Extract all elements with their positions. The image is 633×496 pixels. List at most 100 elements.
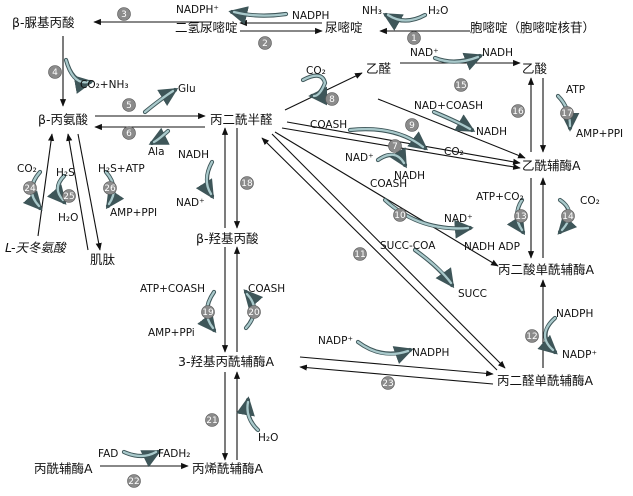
cof-12a: NADPH <box>556 308 593 320</box>
node-propionyl-coa: 丙酰辅酶A <box>34 461 93 476</box>
svg-text:8: 8 <box>329 95 335 105</box>
cof-16b: NADH <box>476 126 507 138</box>
cof-4: CO₂+NH₃ <box>80 79 129 91</box>
cof-1a: NH₃ <box>362 5 382 17</box>
cof-12b: NADP⁺ <box>562 349 597 361</box>
step-12: 12 <box>525 329 539 343</box>
svg-text:15: 15 <box>455 81 466 91</box>
step-14: 14 <box>561 209 575 223</box>
cof-15b: NADH <box>482 47 513 59</box>
cof-13a: ATP+CO₂ <box>476 191 524 203</box>
node-dihydrouracil: 二氢尿嘧啶 <box>175 20 238 35</box>
node-malonate-semialdehyde: 丙二酰半醛 <box>210 112 273 127</box>
cof-23a: NADP⁺ <box>318 335 353 347</box>
step-circles: 3 2 1 4 5 6 8 15 16 17 9 7 13 14 10 11 1… <box>23 7 575 488</box>
svg-text:13: 13 <box>515 212 526 222</box>
curve-4 <box>63 57 94 94</box>
step-8: 8 <box>325 92 339 106</box>
node-malonyl-semialdehyde-coa: 丙二醛单酰辅酶A <box>497 373 594 388</box>
step-11: 11 <box>353 247 367 261</box>
curve-10 <box>382 197 474 239</box>
svg-text:22: 22 <box>128 477 139 487</box>
node-acetaldehyde: 乙醛 <box>366 61 392 76</box>
step-20: 20 <box>247 305 261 319</box>
cof-11a: SUCC-COA <box>380 240 436 252</box>
node-acetyl-coa: 乙酰辅酶A <box>522 158 581 173</box>
step-6: 6 <box>122 126 136 140</box>
svg-text:20: 20 <box>248 308 260 318</box>
node-malonyl-coa: 丙二酸单酰辅酶A <box>498 262 595 277</box>
cof-25a: H₂S <box>56 167 75 179</box>
step-3: 3 <box>117 7 131 21</box>
curve-5 <box>142 87 179 115</box>
step-18: 18 <box>240 176 254 190</box>
node-acryloyl-coa: 丙烯酰辅酶A <box>192 461 264 476</box>
step-5: 5 <box>122 98 136 112</box>
curve-7 <box>375 147 408 169</box>
step-25: 25 <box>62 189 76 203</box>
svg-text:19: 19 <box>202 308 214 318</box>
svg-text:12: 12 <box>526 332 537 342</box>
curve-18 <box>195 159 215 200</box>
curve-25 <box>46 173 67 205</box>
cof-6: Ala <box>148 146 165 158</box>
cof-8: CO₂ <box>306 65 326 77</box>
cof-10c: NADH ADP <box>464 241 520 253</box>
node-carnosine: 肌肽 <box>90 252 116 267</box>
step-1: 1 <box>407 31 421 45</box>
svg-text:11: 11 <box>354 250 365 260</box>
step-7: 7 <box>388 139 402 153</box>
cof-23b: NADPH <box>412 347 449 359</box>
cof-22b: FADH₂ <box>158 448 190 460</box>
node-beta-ureidopropionate: β-脲基丙酸 <box>12 15 75 30</box>
cofactor-labels: NADPH⁺ NADPH NH₃ H₂O CO₂+NH₃ Glu Ala CO₂… <box>17 4 623 460</box>
step-13: 13 <box>514 209 528 223</box>
cof-26b: AMP+PPI <box>110 207 157 219</box>
svg-text:16: 16 <box>512 107 524 117</box>
step-4: 4 <box>48 65 62 79</box>
step-24: 24 <box>23 181 37 195</box>
node-aspartate: L-天冬氨酸 <box>5 240 67 255</box>
step-17: 17 <box>560 106 574 120</box>
svg-text:3: 3 <box>121 10 127 20</box>
cof-18b: NAD⁺ <box>176 197 205 209</box>
step-22: 22 <box>127 474 141 488</box>
curve-22 <box>121 449 162 468</box>
cof-3b: NADPH⁺ <box>176 4 219 16</box>
svg-text:5: 5 <box>126 101 132 111</box>
cof-17a: ATP <box>566 84 585 96</box>
step-15: 15 <box>454 78 468 92</box>
node-uracil: 尿嘧啶 <box>325 20 363 35</box>
svg-text:9: 9 <box>409 121 415 131</box>
cof-14: CO₂ <box>580 195 600 207</box>
cof-24: CO₂ <box>17 163 37 175</box>
svg-text:4: 4 <box>52 68 58 78</box>
cof-26: H₂S+ATP <box>98 163 145 175</box>
cof-5: Glu <box>178 83 196 95</box>
cof-11b: SUCC <box>458 288 487 300</box>
node-hydroxypropionate: β-羟基丙酸 <box>196 231 259 246</box>
step-26: 26 <box>103 181 117 195</box>
cof-9: COASH <box>310 119 347 131</box>
curve-9 <box>347 127 429 151</box>
step-2: 2 <box>258 36 272 50</box>
cof-17b: AMP+PPI <box>576 128 623 140</box>
cof-7co2: CO₂ <box>444 146 464 158</box>
svg-text:6: 6 <box>126 129 132 139</box>
curve-21 <box>236 396 261 433</box>
cof-19b: AMP+PPi <box>148 327 195 339</box>
step-21: 21 <box>205 413 219 427</box>
cof-7b: NADH <box>394 170 425 182</box>
curve-12 <box>537 315 558 355</box>
cof-25b: H₂O <box>58 212 78 224</box>
cof-3: NADPH <box>292 10 329 22</box>
step-10: 10 <box>393 208 407 222</box>
svg-text:7: 7 <box>392 142 398 152</box>
svg-text:10: 10 <box>394 211 406 221</box>
curve-6 <box>148 127 171 146</box>
curve-1 <box>382 12 428 31</box>
cof-19a: ATP+COASH <box>140 283 205 295</box>
cof-7a: NAD⁺ <box>345 152 374 164</box>
cof-18a: NADH <box>178 149 209 161</box>
